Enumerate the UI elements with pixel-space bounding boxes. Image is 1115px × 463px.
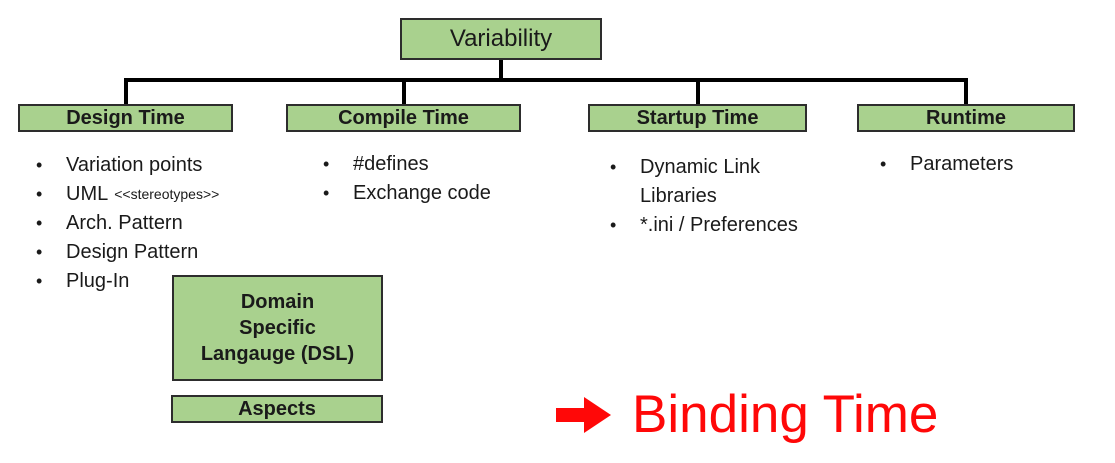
connector-root-stub <box>499 58 503 82</box>
node-dsl-label: Domain Specific Langauge (DSL) <box>200 291 355 365</box>
list-item-text: Plug-In <box>66 270 130 292</box>
connector-startup-stub <box>696 78 700 106</box>
node-runtime-label: Runtime <box>926 106 1006 129</box>
bullet-icon: • <box>610 215 617 235</box>
binding-time-annotation: Binding Time <box>556 388 938 441</box>
bullet-icon: • <box>36 184 43 204</box>
list-item: • *.ini / Preferences <box>610 211 798 240</box>
connector-runtime-stub <box>964 78 968 106</box>
root-node-variability: Variability <box>400 18 602 60</box>
node-design-time-label: Design Time <box>66 106 185 129</box>
node-aspects-label: Aspects <box>238 397 316 420</box>
list-item-text: Dynamic Link Libraries <box>640 156 761 207</box>
list-item-text: Exchange code <box>353 182 491 204</box>
node-aspects: Aspects <box>171 395 383 423</box>
bullet-icon: • <box>36 155 43 175</box>
list-item: • Arch. Pattern <box>36 209 219 238</box>
node-design-time: Design Time <box>18 104 233 132</box>
list-item-text: Parameters <box>910 153 1014 175</box>
node-startup-time: Startup Time <box>588 104 807 132</box>
list-item-text: *.ini / Preferences <box>640 214 798 236</box>
compile-time-list: • #defines • Exchange code <box>323 150 491 208</box>
runtime-list: • Parameters <box>880 150 1013 179</box>
list-item-text: Arch. Pattern <box>66 212 183 234</box>
connector-horizontal <box>124 78 968 82</box>
bullet-icon: • <box>36 242 43 262</box>
list-item-suffix: <<stereotypes>> <box>114 186 220 202</box>
node-startup-time-label: Startup Time <box>636 106 759 129</box>
list-item: • Parameters <box>880 150 1013 179</box>
bullet-icon: • <box>880 154 887 174</box>
bullet-icon: • <box>323 183 330 203</box>
arrow-right-icon <box>556 396 611 433</box>
root-node-label: Variability <box>449 25 553 52</box>
node-compile-time-label: Compile Time <box>338 106 469 129</box>
list-item: • Variation points <box>36 151 219 180</box>
list-item: • #defines <box>323 150 491 179</box>
binding-time-label: Binding Time <box>632 385 939 444</box>
list-item-text: Design Pattern <box>66 241 199 263</box>
startup-time-list: • Dynamic Link Libraries • *.ini / Prefe… <box>610 153 798 240</box>
node-dsl: Domain Specific Langauge (DSL) <box>172 275 383 381</box>
list-item: • Exchange code <box>323 179 491 208</box>
node-runtime: Runtime <box>857 104 1075 132</box>
bullet-icon: • <box>323 154 330 174</box>
bullet-icon: • <box>36 213 43 233</box>
node-compile-time: Compile Time <box>286 104 521 132</box>
connector-design-stub <box>124 78 128 106</box>
list-item-text: UML <box>66 183 109 205</box>
list-item: • UML <<stereotypes>> <box>36 180 219 209</box>
list-item-text: #defines <box>353 153 429 175</box>
bullet-icon: • <box>610 157 617 177</box>
list-item: • Design Pattern <box>36 238 219 267</box>
design-time-list: • Variation points • UML <<stereotypes>>… <box>36 151 219 296</box>
list-item-text: Variation points <box>66 154 203 176</box>
bullet-icon: • <box>36 271 43 291</box>
list-item: • Plug-In <box>36 267 219 296</box>
connector-compile-stub <box>402 78 406 106</box>
list-item: • Dynamic Link Libraries <box>610 153 798 211</box>
